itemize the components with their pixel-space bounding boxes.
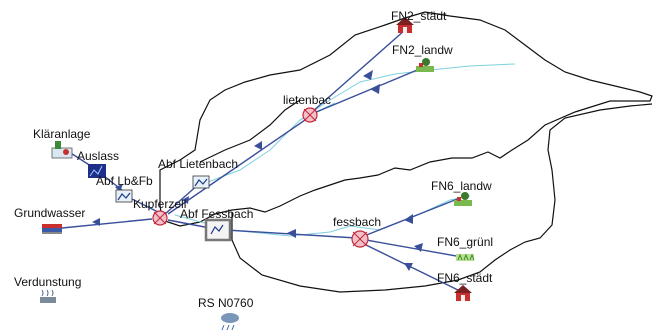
treatment-plant-icon[interactable] (51, 141, 73, 159)
arrowhead (404, 214, 413, 224)
river-lietenbach (199, 63, 516, 186)
house-icon-fn6[interactable] (454, 285, 472, 301)
arrowhead (287, 229, 296, 238)
farm-icon-fn2[interactable] (416, 58, 434, 72)
links (61, 29, 463, 293)
arrowhead (115, 184, 123, 192)
label-klaranlage: Kläranlage (33, 127, 91, 141)
meadow-icon-fn6[interactable] (456, 253, 475, 261)
node-fessbach-icon[interactable] (351, 230, 369, 248)
catchment-boundary-north (159, 11, 653, 227)
house-icon-fn2[interactable] (396, 17, 414, 33)
arrowhead (414, 243, 423, 252)
evaporation-icon[interactable] (40, 289, 56, 303)
arrowhead (363, 70, 373, 80)
label-grundwasser: Grundwasser (14, 206, 86, 220)
label-auslass: Auslass (77, 149, 120, 163)
label-fn2-stadt: FN2_städt (391, 9, 447, 23)
groundwater-icon[interactable] (42, 224, 62, 234)
label-fn2-landw: FN2_landw (392, 43, 453, 57)
arrowhead (92, 218, 100, 226)
link-fn2-landw-lietenbac[interactable] (313, 67, 423, 114)
arrowheads (92, 70, 423, 271)
label-fn6-grunl: FN6_grünl (437, 235, 494, 249)
arrowhead (182, 196, 189, 204)
label-kupferzell: Kupferzell (133, 197, 187, 211)
node-kupferzell-icon[interactable] (152, 210, 168, 226)
farm-icon-fn6[interactable] (454, 192, 472, 206)
link-lietenbac-kupferzell[interactable] (167, 117, 309, 215)
discharge-icon-lbfb[interactable] (115, 189, 133, 203)
link-grundwasser-kupferzell[interactable] (61, 218, 153, 229)
catchment-boundary-mid (199, 99, 301, 163)
label-abf-fessbach: Abf Fessbach (180, 207, 254, 221)
arrowhead (370, 84, 380, 94)
arrowhead (404, 263, 413, 271)
discharge-icon-fessbach[interactable] (204, 218, 232, 242)
label-rs: RS N0760 (198, 296, 254, 310)
label-lietenbac: lietenbac (283, 93, 332, 107)
label-fn6-landw: FN6_landw (431, 179, 492, 193)
link-fn6-stadt-fessbach[interactable] (363, 243, 463, 293)
label-verdunstung: Verdunstung (14, 275, 82, 289)
link-fn6-grunl-fessbach[interactable] (365, 239, 463, 258)
node-lietenbac-icon[interactable] (302, 107, 318, 123)
label-fessbach: fessbach (333, 215, 382, 229)
label-abf-lietenbach: Abf Lietenbach (158, 157, 239, 171)
link-abffessbach-kupferzell[interactable] (167, 219, 211, 229)
link-fn2-stadt-lietenbac[interactable] (311, 29, 406, 113)
outlet-icon[interactable] (88, 164, 106, 178)
arrowhead (254, 141, 262, 150)
rain-icon[interactable] (221, 313, 239, 331)
catchment-boundary-south (231, 103, 653, 293)
discharge-icon-lietenbach[interactable] (192, 175, 210, 189)
label-abf-lbfb: Abf Lb&Fb (96, 174, 153, 188)
label-fn6-stadt: FN6_städt (437, 271, 493, 285)
